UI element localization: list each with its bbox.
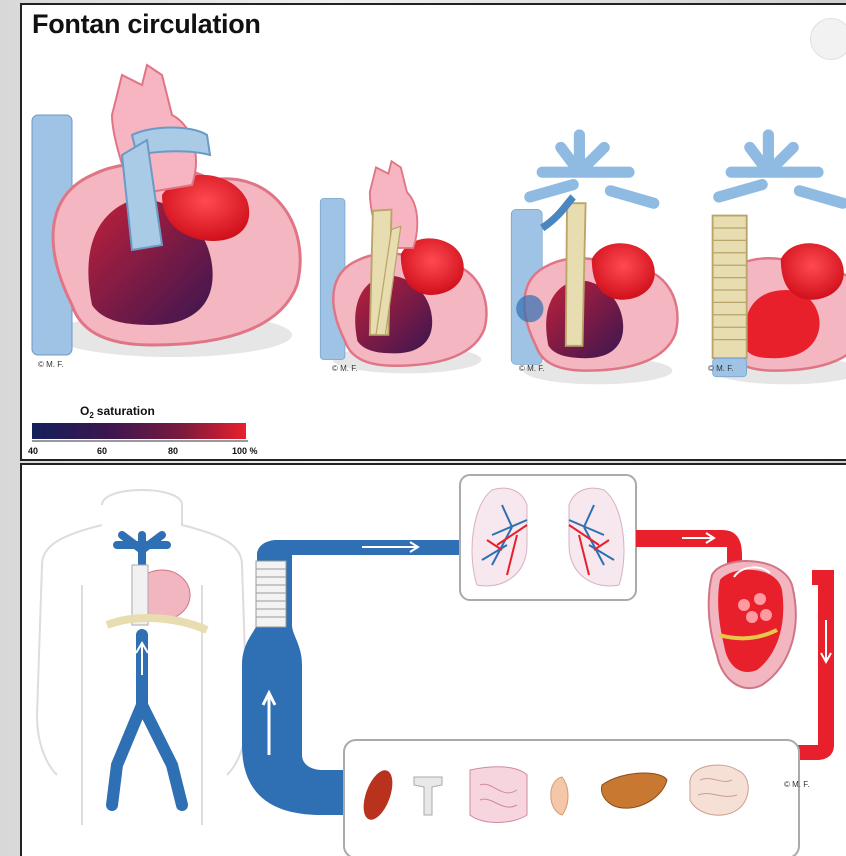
lungs-box [460, 475, 636, 600]
credit-3: © M. F. [519, 364, 544, 373]
heart-stages-illustration: © M. F. © M. F. [22, 5, 846, 459]
heart-stage-2-glenn [511, 135, 677, 384]
corner-tab [810, 18, 846, 60]
body-veins [107, 535, 207, 805]
legend-tick-80: 80 [168, 446, 178, 456]
heart-normal: © M. F. [32, 65, 300, 369]
legend-gradient-bar [32, 423, 246, 439]
legend-tick-40: 40 [28, 446, 38, 456]
heart-stage-3-fontan [713, 135, 846, 384]
fontan-circuit-panel: © M. F. [20, 463, 846, 856]
heart-stage-1 [320, 161, 486, 373]
credit-5: © M. F. [784, 780, 809, 789]
credit-1: © M. F. [38, 360, 63, 369]
organs-box [344, 740, 799, 856]
fontan-circuit-diagram: © M. F. [22, 465, 846, 856]
fontan-stages-panel: Fontan circulation [20, 3, 846, 461]
credit-2: © M. F. [332, 364, 357, 373]
credit-4: © M. F. [708, 364, 733, 373]
brain-icon [690, 765, 748, 815]
legend-tick-60: 60 [97, 446, 107, 456]
legend-tick-100: 100 % [232, 446, 258, 456]
single-ventricle-heart [709, 561, 796, 688]
intestine-icon [470, 767, 527, 823]
